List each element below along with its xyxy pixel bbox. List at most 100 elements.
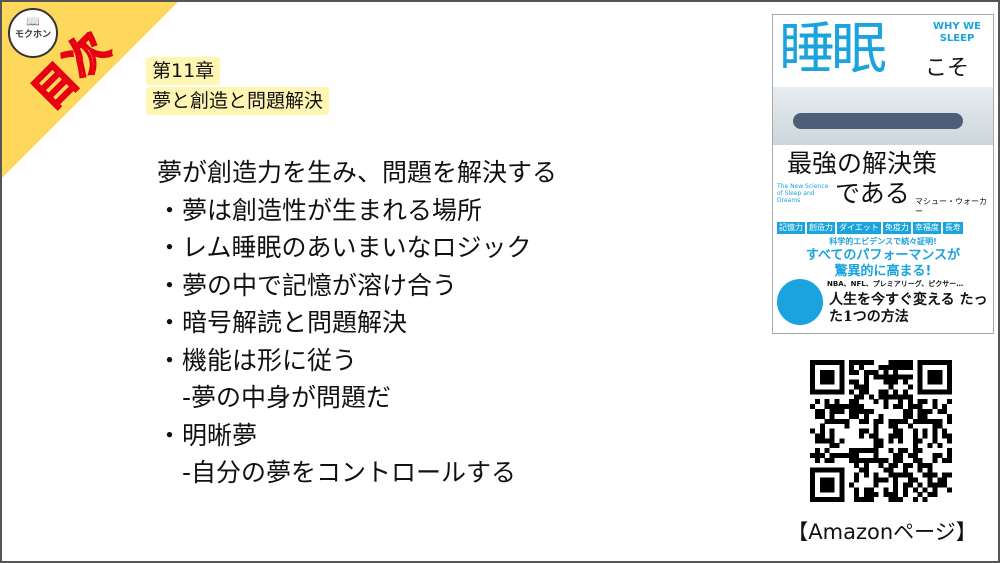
qr-module — [854, 360, 860, 365]
qr-module — [947, 399, 952, 405]
qr-module — [917, 467, 923, 473]
qr-module — [863, 360, 869, 365]
qr-module — [810, 389, 815, 395]
content-line: -自分の夢をコントロールする — [157, 458, 517, 487]
qr-module — [907, 399, 913, 405]
qr-module — [810, 472, 815, 478]
content-line: -夢の中身が問題だ — [157, 383, 392, 412]
qr-module — [814, 389, 820, 395]
qr-module — [927, 360, 933, 365]
cover-banner: 科学的エビデンスで続々証明! — [829, 237, 937, 246]
qr-module — [942, 457, 948, 463]
qr-module — [942, 360, 948, 365]
qr-module — [844, 453, 850, 459]
qr-module — [893, 418, 899, 424]
qr-module — [854, 448, 860, 454]
qr-module — [849, 453, 855, 459]
qr-module — [898, 433, 904, 439]
cover-tags: 記憶力 創造力 ダイエット 免疫力 幸福度 長寿 — [777, 222, 963, 234]
qr-module — [824, 448, 830, 454]
qr-module — [873, 453, 879, 459]
chapter-title: 夢と創造と問題解決 — [146, 87, 330, 115]
qr-module — [942, 472, 948, 478]
qr-module — [917, 379, 923, 385]
qr-module — [932, 487, 938, 493]
qr-module — [922, 462, 928, 468]
qr-module — [927, 369, 933, 375]
qr-module — [903, 364, 909, 370]
qr-module — [819, 360, 825, 365]
qr-module — [907, 477, 913, 483]
qr-module — [873, 438, 879, 444]
amazon-qr-code[interactable] — [810, 360, 952, 502]
qr-module — [883, 492, 889, 498]
qr-module — [922, 428, 928, 434]
qr-module — [854, 492, 860, 498]
qr-module — [893, 394, 899, 400]
qr-module — [932, 418, 938, 424]
qr-module — [868, 492, 874, 498]
qr-module — [912, 433, 918, 439]
qr-module — [858, 408, 864, 414]
qr-module — [917, 438, 923, 444]
qr-module — [858, 418, 864, 424]
qr-module — [819, 467, 825, 473]
qr-module — [883, 477, 889, 483]
qr-module — [839, 374, 845, 380]
qr-module — [947, 487, 952, 493]
qr-module — [814, 448, 820, 454]
logo-text: モクホン — [14, 30, 51, 40]
qr-module — [942, 404, 948, 410]
qr-module — [917, 462, 923, 468]
qr-module — [824, 379, 830, 385]
qr-module — [898, 472, 904, 478]
qr-module — [829, 379, 835, 385]
qr-module — [834, 453, 840, 459]
mokuhon-logo: 📖 モクホン — [8, 8, 58, 58]
qr-module — [829, 374, 835, 380]
qr-module — [903, 374, 909, 380]
qr-module — [937, 379, 943, 385]
qr-module — [917, 482, 923, 488]
qr-module — [888, 418, 894, 424]
qr-module — [927, 408, 933, 414]
qr-module — [917, 360, 923, 365]
qr-module — [824, 418, 830, 424]
qr-module — [854, 394, 860, 400]
qr-module — [888, 394, 894, 400]
qr-module — [863, 487, 869, 493]
qr-module — [898, 404, 904, 410]
qr-module — [829, 428, 835, 434]
qr-module — [863, 492, 869, 498]
qr-module — [937, 418, 943, 424]
content-line: ・夢は創造性が生まれる場所 — [157, 195, 483, 225]
qr-module — [883, 467, 889, 473]
qr-module — [829, 408, 835, 414]
qr-module — [898, 394, 904, 400]
qr-module — [810, 467, 815, 473]
qr-module — [819, 423, 825, 429]
qr-module — [824, 457, 830, 463]
qr-module — [810, 453, 815, 459]
qr-module — [854, 457, 860, 463]
qr-module — [854, 472, 860, 478]
book-cover-image[interactable]: 睡眠 WHY WE SLEEP こそ 最強の解決策 である The New Sc… — [772, 14, 994, 334]
qr-module — [903, 408, 909, 414]
qr-module — [893, 389, 899, 395]
qr-module — [873, 374, 879, 380]
qr-module — [878, 438, 884, 444]
qr-module — [849, 399, 855, 405]
qr-module — [912, 487, 918, 493]
qr-module — [903, 467, 909, 473]
qr-module — [893, 462, 899, 468]
qr-module — [863, 384, 869, 390]
qr-module — [927, 472, 933, 478]
qr-module — [907, 408, 913, 414]
qr-module — [893, 492, 899, 498]
qr-module — [922, 497, 928, 502]
qr-module — [834, 360, 840, 365]
qr-module — [824, 497, 830, 502]
qr-module — [858, 448, 864, 454]
qr-module — [878, 418, 884, 424]
